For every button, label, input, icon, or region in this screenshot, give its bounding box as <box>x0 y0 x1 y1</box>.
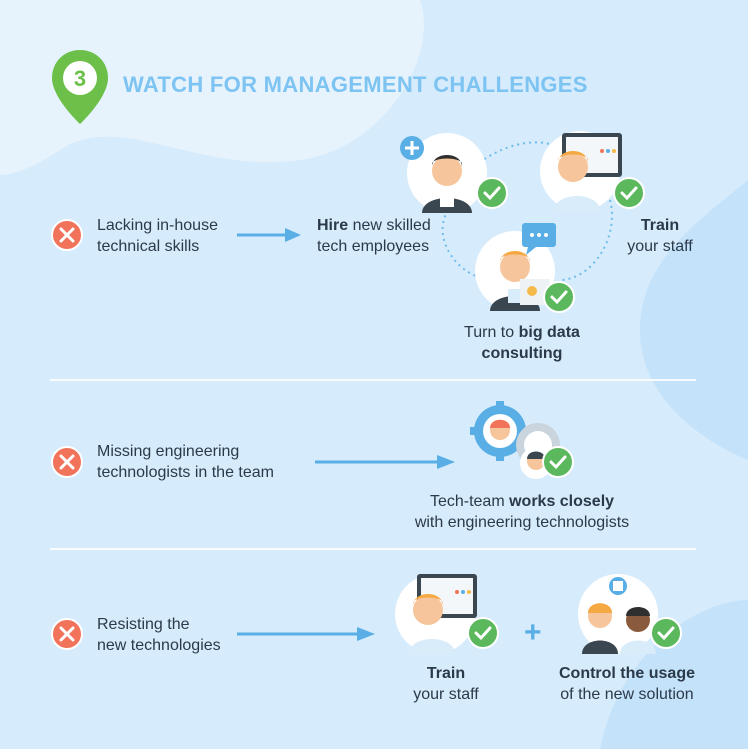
solution-works-closely: Tech-team works closely with engineering… <box>414 493 630 531</box>
solution-control-usage: Control the usage of the new solution <box>558 665 695 703</box>
check-icon <box>467 617 499 649</box>
control-usage-avatar-icon <box>578 574 658 654</box>
step-number: 3 <box>74 66 86 91</box>
problem-text: Missing engineering technologists in the… <box>97 443 274 481</box>
solution-train: Train your staff <box>413 665 479 703</box>
check-icon <box>543 281 575 313</box>
solution-consulting: Turn to big data consulting <box>464 324 580 362</box>
check-icon <box>613 177 645 209</box>
check-icon <box>542 446 574 478</box>
problem-text: Resisting the new technologies <box>97 616 221 654</box>
problem-x-icon <box>51 219 83 251</box>
consultant-avatar-icon <box>475 223 556 311</box>
check-icon <box>650 617 682 649</box>
arrow-right-icon <box>237 228 301 242</box>
check-icon <box>476 177 508 209</box>
step-pin-icon: 3 <box>52 50 108 124</box>
arrow-right-icon <box>237 627 375 641</box>
section-divider <box>50 379 696 381</box>
problem-text: Lacking in-house technical skills <box>97 217 218 255</box>
problem-x-icon <box>51 446 83 478</box>
hire-employee-avatar-icon <box>400 133 487 213</box>
problem-x-icon <box>51 618 83 650</box>
solution-train: Train your staff <box>627 217 693 255</box>
page-title: WATCH FOR MANAGEMENT CHALLENGES <box>123 72 588 97</box>
connector-ring <box>441 141 613 281</box>
train-staff-avatar-icon <box>540 131 622 211</box>
arrow-right-icon <box>315 455 455 469</box>
section-divider <box>50 548 696 550</box>
gears-team-icon <box>470 401 560 479</box>
plus-sign: + <box>524 616 542 649</box>
solution-hire: Hire new skilled tech employees <box>317 217 431 255</box>
train-staff-avatar-icon <box>395 574 477 654</box>
